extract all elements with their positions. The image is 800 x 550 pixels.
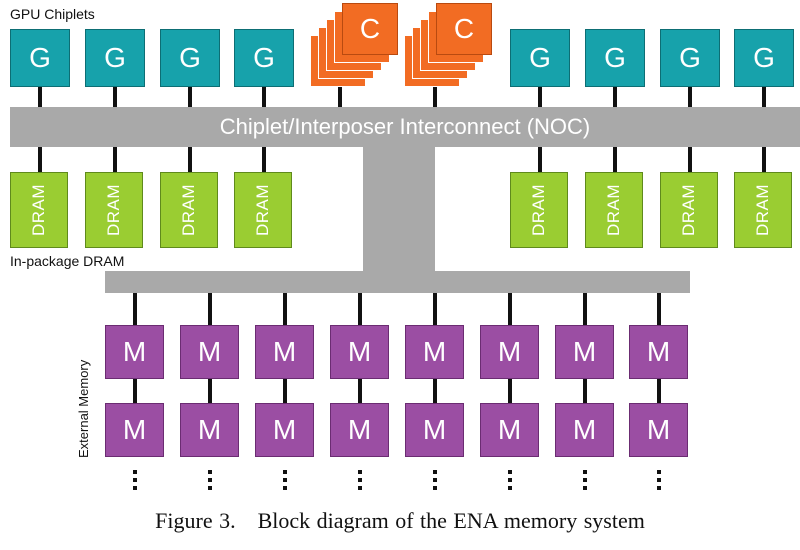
dram-link [762, 147, 766, 172]
continuation-dots [508, 470, 514, 494]
memory-link [583, 293, 587, 325]
dram-link [688, 147, 692, 172]
memory-bus-bar [105, 271, 690, 293]
gpu-link [613, 87, 617, 107]
dram-label: DRAM [104, 183, 123, 237]
continuation-dots [208, 470, 214, 494]
gpu-link [688, 87, 692, 107]
dram-block: DRAM [234, 172, 292, 248]
memory-module: M [330, 325, 389, 379]
gpu-chiplet: G [510, 29, 570, 87]
continuation-dots [433, 470, 439, 494]
memory-link [508, 379, 512, 403]
memory-module: M [405, 403, 464, 457]
memory-link [133, 293, 137, 325]
memory-link [433, 293, 437, 325]
dram-block: DRAM [585, 172, 643, 248]
memory-module: M [105, 325, 164, 379]
memory-module: M [480, 403, 539, 457]
dram-label: DRAM [604, 183, 623, 237]
gpu-link [262, 87, 266, 107]
memory-module: M [105, 403, 164, 457]
continuation-dots [133, 470, 139, 494]
dram-link [113, 147, 117, 172]
memory-module: M [255, 403, 314, 457]
gpu-link [762, 87, 766, 107]
memory-module: M [629, 403, 688, 457]
dram-label: DRAM [529, 183, 548, 237]
dram-block: DRAM [734, 172, 792, 248]
memory-module: M [255, 325, 314, 379]
dram-link [538, 147, 542, 172]
memory-link [208, 379, 212, 403]
in-package-dram-label: In-package DRAM [10, 253, 125, 269]
gpu-link [38, 87, 42, 107]
continuation-dots [657, 470, 663, 494]
gpu-chiplet: G [734, 29, 794, 87]
dram-block: DRAM [10, 172, 68, 248]
dram-label: DRAM [179, 183, 198, 237]
continuation-dots [583, 470, 589, 494]
memory-link [657, 293, 661, 325]
figure-caption: Figure 3. Block diagram of the ENA memory… [0, 508, 800, 534]
cpu-link [338, 87, 342, 107]
continuation-dots [283, 470, 289, 494]
gpu-chiplet: G [234, 29, 294, 87]
dram-link [38, 147, 42, 172]
memory-link [133, 379, 137, 403]
cpu-link [433, 87, 437, 107]
noc-trunk [363, 147, 435, 271]
memory-module: M [555, 325, 614, 379]
figure-number: Figure 3. [155, 508, 236, 533]
gpu-link [188, 87, 192, 107]
dram-label: DRAM [29, 183, 48, 237]
gpu-chiplet: G [85, 29, 145, 87]
memory-link [283, 379, 287, 403]
dram-link [613, 147, 617, 172]
dram-block: DRAM [85, 172, 143, 248]
figure-caption-text: Block diagram of the ENA memory system [257, 508, 645, 533]
dram-label: DRAM [253, 183, 272, 237]
cpu-chiplet: C [342, 3, 398, 55]
memory-module: M [480, 325, 539, 379]
gpu-chiplet: G [585, 29, 645, 87]
dram-link [188, 147, 192, 172]
memory-link [508, 293, 512, 325]
memory-link [657, 379, 661, 403]
gpu-chiplets-label: GPU Chiplets [10, 6, 95, 22]
gpu-link [538, 87, 542, 107]
dram-label: DRAM [753, 183, 772, 237]
continuation-dots [358, 470, 364, 494]
memory-module: M [405, 325, 464, 379]
memory-module: M [629, 325, 688, 379]
dram-label: DRAM [679, 183, 698, 237]
memory-module: M [180, 403, 239, 457]
gpu-chiplet: G [10, 29, 70, 87]
noc-bar [10, 107, 800, 147]
dram-link [262, 147, 266, 172]
memory-link [358, 379, 362, 403]
dram-block: DRAM [160, 172, 218, 248]
memory-link [583, 379, 587, 403]
memory-link [433, 379, 437, 403]
noc-label: Chiplet/Interposer Interconnect (NOC) [219, 114, 591, 139]
memory-module: M [180, 325, 239, 379]
gpu-link [113, 87, 117, 107]
dram-block: DRAM [510, 172, 568, 248]
memory-module: M [555, 403, 614, 457]
memory-link [283, 293, 287, 325]
memory-link [358, 293, 362, 325]
dram-block: DRAM [660, 172, 718, 248]
external-memory-label: External Memory [76, 359, 91, 458]
memory-module: M [330, 403, 389, 457]
cpu-chiplet: C [436, 3, 492, 55]
gpu-chiplet: G [160, 29, 220, 87]
gpu-chiplet: G [660, 29, 720, 87]
memory-link [208, 293, 212, 325]
